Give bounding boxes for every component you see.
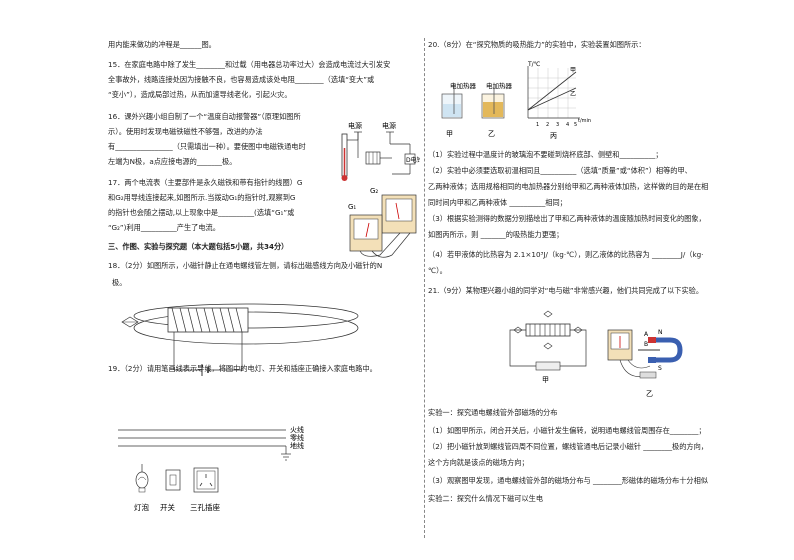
lamp-label: 灯泡 — [134, 502, 149, 512]
q15-line3: “变小”），造成局部过热，从而加速导线老化，引起火灾。 — [108, 90, 292, 99]
g2-needle — [395, 202, 400, 220]
compass-bottom — [543, 342, 553, 350]
solenoid-coils — [171, 307, 243, 333]
neutral-label: 零线 — [290, 433, 304, 442]
tick-4: 4 — [566, 122, 569, 128]
exp1-line2: （2）把小磁针放到螺线管四周不同位置，螺线管通电后记录小磁针 ________极… — [428, 442, 708, 451]
earth-label: 地线 — [290, 441, 304, 450]
q18-line1: 18．（2分）如图所示，小磁针静止在通电螺线管左侧，请标出磁感线方向及小磁针的N — [108, 261, 383, 270]
line-yi — [527, 87, 577, 111]
exp2-heading: 实验二：探究什么情况下磁可以生电 — [428, 494, 544, 503]
tick-2: 2 — [546, 122, 549, 128]
line-jia-label: 甲 — [570, 67, 576, 74]
label-s: S — [658, 365, 662, 372]
compass-top — [543, 310, 553, 318]
graph-y-label: T/℃ — [527, 61, 541, 68]
fig21-jia-label: 甲 — [542, 376, 549, 384]
label-b: B — [644, 341, 648, 348]
q17-line3: 的指针也会随之摆动,以上现象中是__________(选填“G₁”或 — [108, 208, 295, 217]
fig16-power-label-left: 电源 — [348, 121, 362, 130]
exp1-heading: 实验一：探究通电螺线管外部磁场的分布 — [428, 408, 558, 417]
fig21-experiments: 甲 A B N S 乙 — [509, 310, 683, 398]
q20-line9: ℃）。 — [428, 266, 447, 275]
label-n: N — [658, 329, 663, 336]
q16-line3: 有________________（只需填出一种）。要使图中电磁铁通电时 — [108, 142, 306, 151]
u-magnet — [652, 337, 683, 363]
q20-line7: 如图丙所示，则 _______的吸热能力更强； — [428, 230, 564, 239]
q20-line8: （4）若甲液体的比热容为 2.1×10³J/（kg·℃），则乙液体的比热容为 _… — [428, 250, 704, 259]
fig21-yi-label: 乙 — [646, 390, 653, 398]
q20-line5: 同时间内甲和乙两种液体 __________相同； — [428, 198, 567, 207]
q17-line1: 17．两个电流表（主要部件是永久磁铁和带有指针的线圈）G — [108, 178, 303, 187]
q20-line1: 20.（8分）在“探究物质的吸热能力”的实验中，实验装置如图所示： — [428, 40, 646, 49]
tick-5: 5 — [574, 122, 577, 128]
q20-line6: （3）根据实验测得的数据分别描绘出了甲和乙两种液体的温度随加热时间变化的图象， — [428, 214, 706, 223]
q16-line2: 示）。使用时发现电磁铁磁性不够强，改进的办法 — [108, 127, 263, 136]
fig20-heating-apparatus: 电加热器 电加热器 甲 乙 — [441, 81, 513, 138]
fig20-yi-label: 乙 — [488, 130, 495, 138]
q19-text: 19．（2分）请用笔画线表示导线，将图中的电灯、开关和插座正确接入家庭电路中。 — [108, 364, 377, 373]
solenoid-core — [167, 307, 249, 333]
g1-needle — [365, 222, 370, 238]
fig20-temperature-graph: T/℃ 甲 乙 1 2 3 4 5 t/min 丙 — [527, 61, 591, 140]
q17-line2: 和G₂用导线连接起来,如图所示.当拨动G₁的指针时,观察到G — [108, 193, 296, 202]
fig20-jia-label: 甲 — [446, 130, 453, 138]
lamp-bulb — [135, 471, 149, 489]
electric-bell — [404, 153, 416, 165]
fig17-g2-label-top: G₂ — [370, 187, 378, 195]
q16-line4: 左端为N极，a点应接电源的_______极。 — [108, 157, 237, 166]
heater-label-jia: 电加热器 — [450, 81, 477, 90]
q17-line4: “G₂”)利用__________产生了电流。 — [108, 223, 220, 232]
switch-label: 开关 — [160, 502, 175, 512]
fig18-solenoid — [121, 303, 359, 376]
fig21-solenoid — [525, 323, 571, 337]
q21-line1: 21.（9分）某物理兴趣小组的同学对“电与磁”非常感兴趣，他们共同完成了以下实验… — [428, 286, 704, 295]
battery — [535, 361, 561, 371]
column-divider — [424, 38, 425, 538]
thermometer-bulb — [341, 175, 348, 181]
fig20-bing-label: 丙 — [550, 132, 557, 140]
fig17-galvanometers: G₂ G₁ — [348, 187, 417, 258]
q15-line1: 15．在家庭电路中除了发生________和过载（用电器总功率过大）会造成电流过… — [108, 60, 391, 69]
q18-line2: 极。 — [112, 278, 127, 287]
fig17-g1-label: G₁ — [348, 203, 356, 211]
q14-tail: 用内能来做功的冲程是______图。 — [108, 40, 216, 49]
q20-line2: （1）实验过程中温度计的玻璃泡不要碰到烧杯底部、侧壁和__________； — [428, 150, 663, 159]
q15-line2: 全事故外，线路连接处因为接触不良，也容易造成该处电阻________（选填“变大… — [108, 75, 375, 84]
switch-block — [639, 371, 657, 379]
heater-label-yi: 电加热器 — [486, 81, 513, 90]
live-label: 火线 — [290, 425, 304, 434]
section-3-heading: 三、作图、实验与探究题（本大题包括5小题，共34分） — [108, 242, 289, 251]
graph-x-label: t/min — [578, 118, 591, 124]
fig16-bell-label: D电铃 — [406, 156, 420, 164]
graph-grid — [528, 68, 576, 118]
exp1-line4: （3）观察图甲发现，通电螺线管外部的磁场分布与 ________形磁体的磁场分布… — [428, 476, 708, 485]
fig16-alarm-circuit: 电源 电源 D电铃 — [341, 121, 420, 181]
socket-label: 三孔插座 — [190, 502, 220, 512]
tick-3: 3 — [556, 122, 559, 128]
q20-line4: 乙两种液体；选用规格相同的电加热器分别给甲和乙两种液体加热，这样做的目的是在相 — [428, 182, 709, 191]
exp1-line1: （1）如图甲所示，闭合开关后，小磁针发生偏转，说明通电螺线管周围存在______… — [428, 426, 706, 435]
q16-line1: 16．课外兴趣小组自制了一个“温度自动报警器”（原理如图所 — [108, 112, 301, 121]
tick-1: 1 — [536, 122, 539, 128]
label-a: A — [644, 331, 649, 338]
line-jia — [527, 71, 577, 111]
line-yi-label: 乙 — [570, 91, 576, 98]
exp1-line3: 这个方向就是该点的磁场方向； — [428, 458, 529, 467]
fig16-power-label-right: 电源 — [382, 121, 396, 130]
q20-line3: （2）实验中必须要选取初温相同且__________（选填“质量”或“体积”）相… — [428, 166, 692, 175]
fig19-household-circuit: 火线 零线 地线 灯泡 开关 三孔插座 — [118, 425, 304, 512]
